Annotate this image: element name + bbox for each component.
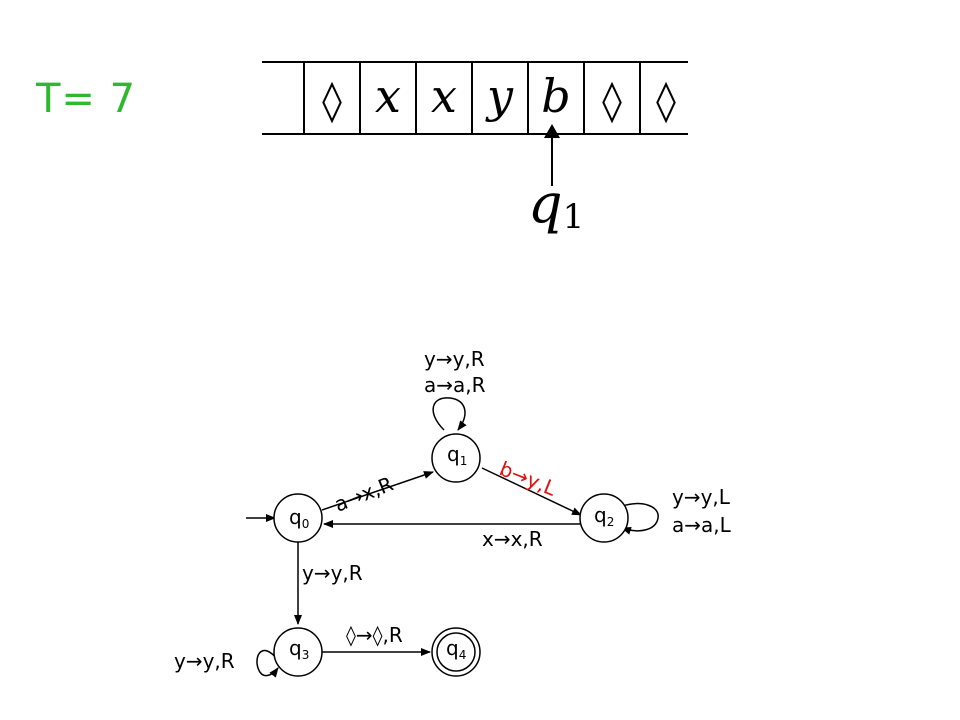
- tape-cell-1: x: [375, 69, 401, 123]
- tape-cell-3: y: [485, 69, 514, 123]
- svg-text:q3: q3: [289, 636, 309, 662]
- edge-q2-loop: [621, 502, 659, 535]
- read-write-head: q1: [528, 124, 584, 237]
- state-q2: q2: [579, 493, 629, 543]
- edge-q1-q2: [481, 467, 582, 516]
- label-q1-loop-2: a→a,R: [424, 373, 486, 397]
- tape-cell-0: ◊: [322, 78, 342, 124]
- state-q4-accepting: q4: [431, 627, 481, 677]
- tape-cell-5: ◊: [602, 78, 622, 124]
- svg-text:q0: q0: [289, 505, 309, 531]
- tape: ◊ x x y b ◊ ◊: [262, 61, 688, 135]
- head-state-label: q: [528, 172, 563, 235]
- svg-text:q4: q4: [446, 636, 466, 662]
- head-state-index: 1: [563, 197, 585, 237]
- label-q0-q3: y→y,R: [302, 561, 363, 585]
- label-q1-q2-active: b→y,L: [496, 456, 560, 501]
- tape-cell-4: b: [541, 69, 570, 123]
- state-q0: q0: [273, 493, 323, 543]
- edge-q3-loop: [256, 649, 279, 678]
- label-q3-loop: y→y,R: [174, 649, 235, 673]
- time-step-title: T= 7: [36, 76, 137, 122]
- tape-cell-2: x: [431, 69, 457, 123]
- edge-q0-q1: [321, 471, 434, 511]
- tape-cell-6: ◊: [656, 78, 676, 124]
- label-q1-loop-1: y→y,R: [424, 347, 485, 371]
- svg-text:q2: q2: [594, 503, 614, 529]
- svg-text:q1: q1: [528, 172, 584, 237]
- state-q3: q3: [273, 627, 323, 677]
- label-q2-loop-2: a→a,L: [672, 513, 732, 537]
- transitions: [246, 397, 659, 678]
- label-q3-q4: ◊→◊,R: [346, 623, 403, 647]
- svg-text:q1: q1: [447, 442, 467, 468]
- state-q1: q1: [431, 433, 481, 483]
- label-q0-q1: a→x,R: [331, 471, 397, 516]
- label-q2-loop-1: y→y,L: [672, 485, 731, 509]
- label-q2-q0: x→x,R: [482, 527, 543, 551]
- edge-q1-loop: [432, 397, 467, 431]
